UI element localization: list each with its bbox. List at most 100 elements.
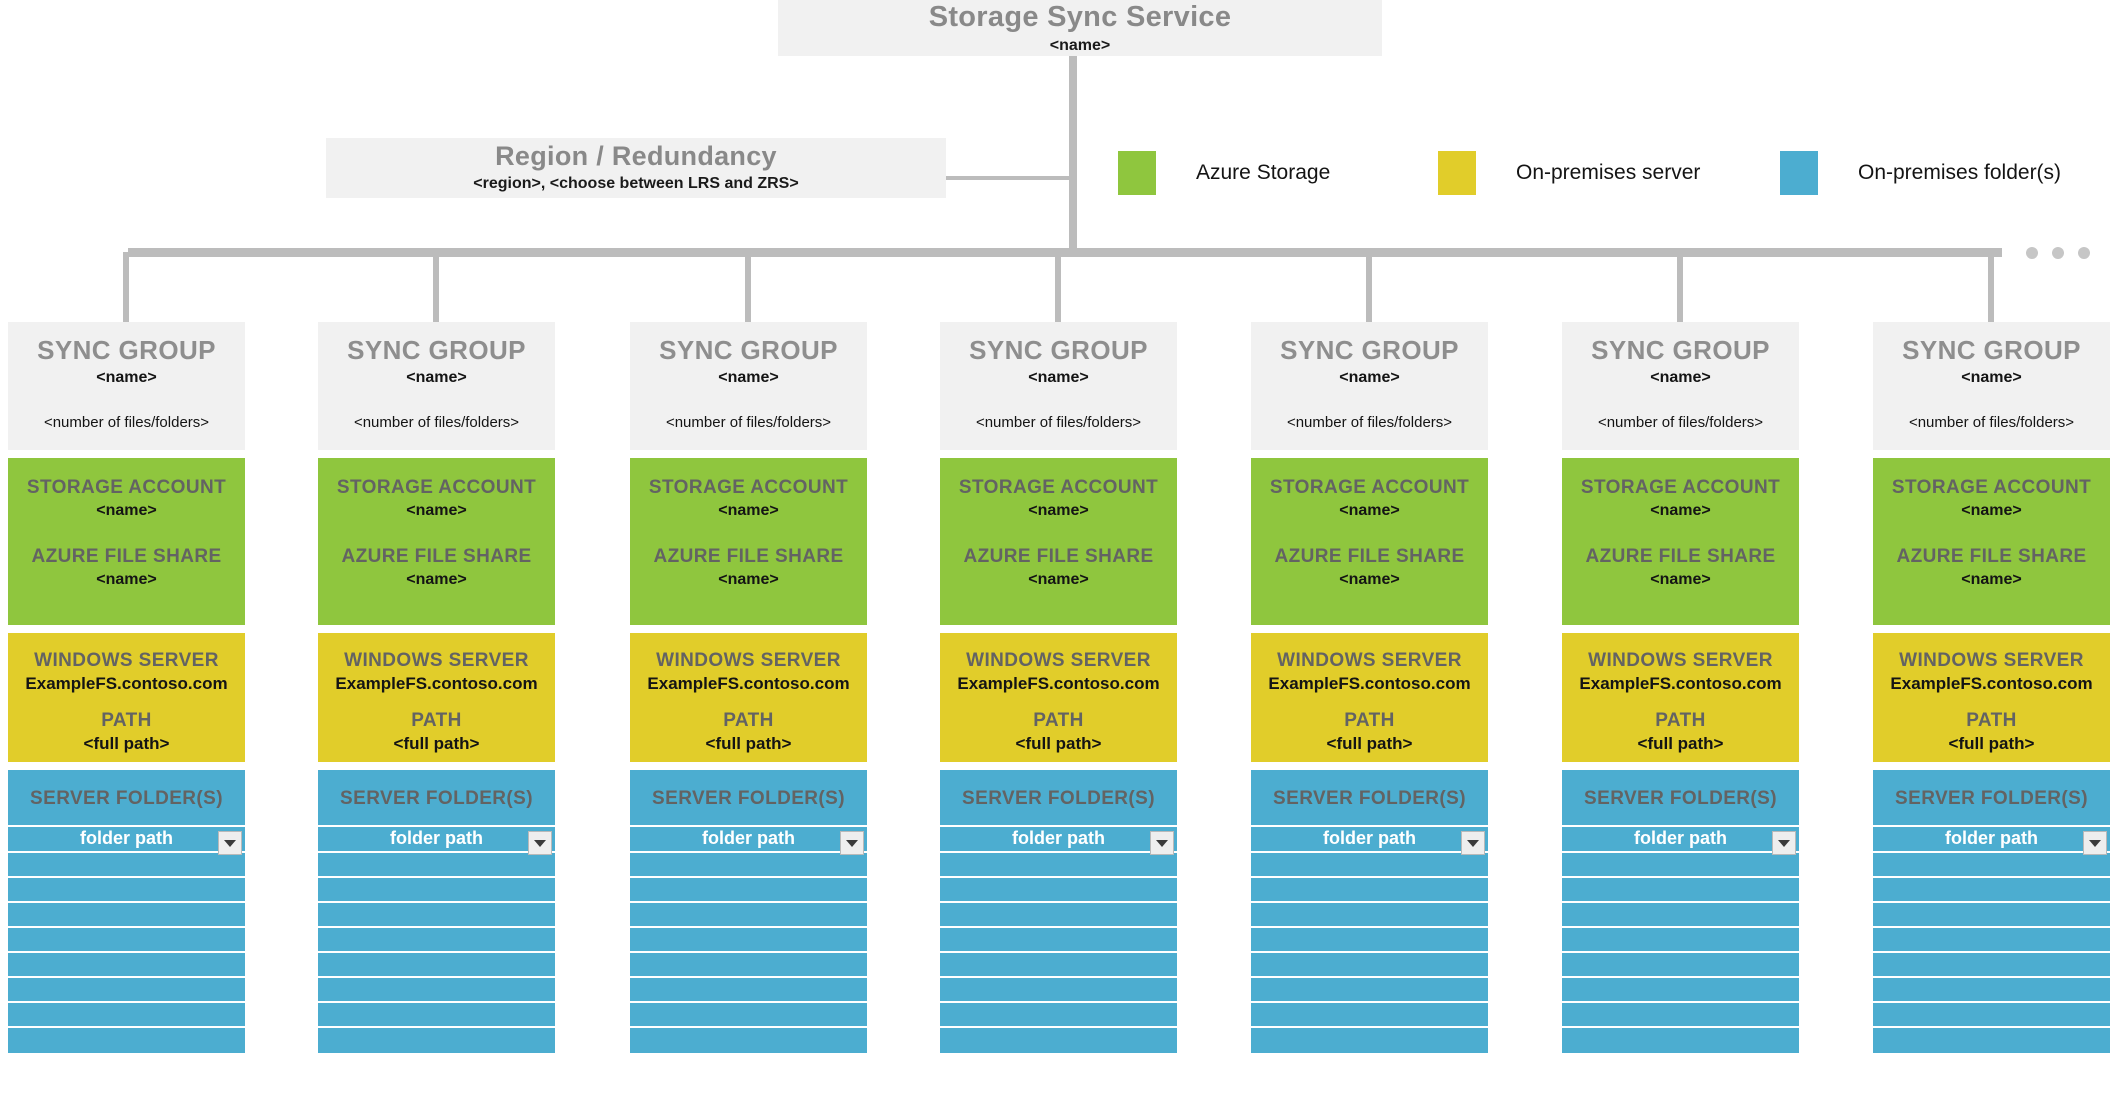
folder-row[interactable] bbox=[1251, 928, 1488, 954]
azure-storage-card[interactable]: STORAGE ACCOUNT<name>AZURE FILE SHARE<na… bbox=[1873, 458, 2110, 625]
chevron-down-icon[interactable] bbox=[1461, 831, 1485, 855]
folder-path-select[interactable]: folder path bbox=[1562, 825, 1799, 855]
folder-row[interactable] bbox=[1251, 903, 1488, 929]
folder-path-select[interactable]: folder path bbox=[940, 825, 1177, 855]
folder-row[interactable] bbox=[1562, 878, 1799, 903]
folder-row[interactable] bbox=[1251, 953, 1488, 979]
folder-row[interactable] bbox=[1562, 1003, 1799, 1029]
azure-file-share-title: AZURE FILE SHARE bbox=[341, 546, 532, 567]
folder-row[interactable] bbox=[940, 1028, 1177, 1053]
chevron-down-icon[interactable] bbox=[2083, 831, 2107, 855]
sync-group-card[interactable]: SYNC GROUP<name><number of files/folders… bbox=[940, 322, 1177, 450]
path-title: PATH bbox=[1966, 710, 2017, 731]
folder-row[interactable] bbox=[630, 878, 867, 903]
folder-row[interactable] bbox=[8, 928, 245, 954]
folder-row[interactable] bbox=[318, 1003, 555, 1029]
folder-row[interactable] bbox=[630, 978, 867, 1004]
folder-row[interactable] bbox=[940, 978, 1177, 1004]
folder-row[interactable] bbox=[1873, 878, 2110, 903]
folder-row[interactable] bbox=[8, 853, 245, 878]
folder-row[interactable] bbox=[318, 928, 555, 954]
folder-path-select[interactable]: folder path bbox=[1251, 825, 1488, 855]
folder-row[interactable] bbox=[1873, 1003, 2110, 1029]
folder-row[interactable] bbox=[940, 953, 1177, 979]
folder-row[interactable] bbox=[318, 853, 555, 878]
storage-account-title: STORAGE ACCOUNT bbox=[1269, 477, 1470, 498]
sync-group-card[interactable]: SYNC GROUP<name><number of files/folders… bbox=[1873, 322, 2110, 450]
sync-group-card[interactable]: SYNC GROUP<name><number of files/folders… bbox=[630, 322, 867, 450]
path-value: <full path> bbox=[1948, 734, 2035, 753]
chevron-down-icon[interactable] bbox=[218, 831, 242, 855]
folder-row[interactable] bbox=[318, 953, 555, 979]
folder-row[interactable] bbox=[1251, 1003, 1488, 1029]
folder-row[interactable] bbox=[1873, 978, 2110, 1004]
folder-row[interactable] bbox=[630, 928, 867, 954]
folder-path-select[interactable]: folder path bbox=[1873, 825, 2110, 855]
folder-row[interactable] bbox=[1873, 928, 2110, 954]
azure-storage-card[interactable]: STORAGE ACCOUNT<name>AZURE FILE SHARE<na… bbox=[1251, 458, 1488, 625]
folder-row[interactable] bbox=[1251, 878, 1488, 903]
folder-row[interactable] bbox=[1562, 953, 1799, 979]
folder-row[interactable] bbox=[1873, 953, 2110, 979]
chevron-down-icon[interactable] bbox=[1150, 831, 1174, 855]
folder-row[interactable] bbox=[1562, 978, 1799, 1004]
folder-row[interactable] bbox=[630, 1028, 867, 1053]
folder-row[interactable] bbox=[630, 953, 867, 979]
folder-row[interactable] bbox=[1251, 1028, 1488, 1053]
folder-row[interactable] bbox=[940, 928, 1177, 954]
folder-row[interactable] bbox=[8, 1028, 245, 1053]
folder-row[interactable] bbox=[940, 1003, 1177, 1029]
folder-row[interactable] bbox=[630, 853, 867, 878]
folder-path-select[interactable]: folder path bbox=[318, 825, 555, 855]
folder-row[interactable] bbox=[1251, 978, 1488, 1004]
folder-path-label: folder path bbox=[1012, 828, 1105, 849]
sync-group-5: SYNC GROUP<name><number of files/folders… bbox=[1251, 322, 1488, 1053]
folder-row[interactable] bbox=[940, 903, 1177, 929]
chevron-down-icon[interactable] bbox=[528, 831, 552, 855]
folder-row[interactable] bbox=[8, 953, 245, 979]
azure-storage-card[interactable]: STORAGE ACCOUNT<name>AZURE FILE SHARE<na… bbox=[630, 458, 867, 625]
folder-row[interactable] bbox=[318, 1028, 555, 1053]
folder-row[interactable] bbox=[1562, 853, 1799, 878]
folder-row[interactable] bbox=[630, 903, 867, 929]
chevron-down-icon[interactable] bbox=[1772, 831, 1796, 855]
folder-path-select[interactable]: folder path bbox=[8, 825, 245, 855]
folder-row[interactable] bbox=[8, 978, 245, 1004]
folder-row[interactable] bbox=[1873, 1028, 2110, 1053]
sync-group-card[interactable]: SYNC GROUP<name><number of files/folders… bbox=[8, 322, 245, 450]
folder-row[interactable] bbox=[940, 853, 1177, 878]
folder-row[interactable] bbox=[1873, 853, 2110, 878]
azure-file-share-name: <name> bbox=[1028, 571, 1089, 588]
folder-row[interactable] bbox=[1873, 903, 2110, 929]
folder-row[interactable] bbox=[318, 903, 555, 929]
sync-group-card[interactable]: SYNC GROUP<name><number of files/folders… bbox=[1562, 322, 1799, 450]
chevron-down-icon[interactable] bbox=[840, 831, 864, 855]
folder-row[interactable] bbox=[318, 878, 555, 903]
folder-row[interactable] bbox=[8, 1003, 245, 1029]
path-value: <full path> bbox=[1326, 734, 1413, 753]
folder-row[interactable] bbox=[630, 1003, 867, 1029]
folder-row[interactable] bbox=[1562, 903, 1799, 929]
sync-group-card[interactable]: SYNC GROUP<name><number of files/folders… bbox=[1251, 322, 1488, 450]
path-title: PATH bbox=[411, 710, 462, 731]
folder-row[interactable] bbox=[318, 978, 555, 1004]
azure-storage-card[interactable]: STORAGE ACCOUNT<name>AZURE FILE SHARE<na… bbox=[8, 458, 245, 625]
azure-storage-card[interactable]: STORAGE ACCOUNT<name>AZURE FILE SHARE<na… bbox=[318, 458, 555, 625]
folder-row[interactable] bbox=[8, 878, 245, 903]
folder-row[interactable] bbox=[8, 903, 245, 929]
folder-row[interactable] bbox=[1562, 1028, 1799, 1053]
sync-group-card[interactable]: SYNC GROUP<name><number of files/folders… bbox=[318, 322, 555, 450]
azure-storage-card[interactable]: STORAGE ACCOUNT<name>AZURE FILE SHARE<na… bbox=[940, 458, 1177, 625]
folder-row[interactable] bbox=[940, 878, 1177, 903]
folder-row[interactable] bbox=[1251, 853, 1488, 878]
folder-path-select[interactable]: folder path bbox=[630, 825, 867, 855]
folder-row[interactable] bbox=[1562, 928, 1799, 954]
azure-storage-card[interactable]: STORAGE ACCOUNT<name>AZURE FILE SHARE<na… bbox=[1562, 458, 1799, 625]
